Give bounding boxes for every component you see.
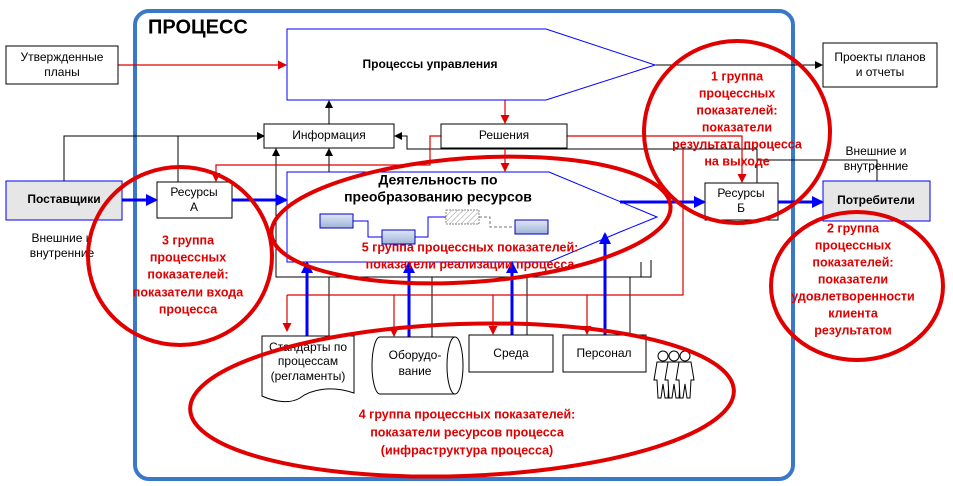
- svg-text:процессам: процессам: [278, 354, 338, 368]
- svg-text:4 группа процессных показателе: 4 группа процессных показателей:: [359, 407, 576, 421]
- svg-text:Персонал: Персонал: [576, 346, 631, 360]
- svg-text:Ресурсы: Ресурсы: [170, 185, 217, 199]
- group-5-label: 5 группа процессных показателей: показат…: [362, 240, 579, 271]
- svg-text:Деятельность по: Деятельность по: [378, 172, 497, 188]
- svg-text:показателей:: показателей:: [812, 255, 893, 269]
- svg-text:вание: вание: [399, 364, 432, 378]
- svg-text:3 группа: 3 группа: [162, 233, 215, 247]
- svg-text:2 группа: 2 группа: [827, 221, 880, 235]
- svg-text:показателей:: показателей:: [696, 103, 777, 117]
- group-3-label: 3 группа процессных показателей: показат…: [133, 233, 244, 316]
- svg-text:Решения: Решения: [479, 128, 529, 142]
- svg-text:Оборудо-: Оборудо-: [389, 348, 442, 362]
- process-title: ПРОЦЕСС: [148, 16, 248, 38]
- management-processes: Процессы управления: [286, 28, 657, 101]
- people-icon: [653, 350, 695, 399]
- svg-text:Информация: Информация: [292, 128, 365, 142]
- group-4-ellipse: [188, 321, 736, 479]
- svg-text:удовлетворенности: удовлетворенности: [791, 289, 915, 303]
- resources-a-box: Ресурсы А: [156, 181, 233, 219]
- step-box: [319, 213, 354, 229]
- svg-text:на выходе: на выходе: [704, 154, 769, 168]
- svg-text:преобразованию ресурсов: преобразованию ресурсов: [344, 189, 532, 205]
- svg-text:Процессы управления: Процессы управления: [362, 57, 497, 71]
- equipment-cylinder: Оборудо- вание: [371, 336, 464, 395]
- svg-text:процессных: процессных: [699, 86, 775, 100]
- group-1-label: 1 группа процессных показателей: показат…: [672, 69, 803, 168]
- standards-document: Стандарты по процессам (регламенты): [261, 335, 355, 403]
- svg-text:показатели: показатели: [818, 272, 888, 286]
- svg-text:результатом: результатом: [814, 323, 892, 337]
- svg-text:показатели реализации процесса: показатели реализации процесса: [366, 257, 576, 271]
- step-box-pending: [445, 209, 480, 225]
- svg-text:1 группа: 1 группа: [711, 69, 764, 83]
- process-frame: [133, 9, 795, 481]
- svg-text:результата процесса: результата процесса: [672, 137, 803, 151]
- plans-reports-box: Проекты планов и отчеты: [822, 42, 938, 88]
- svg-text:(регламенты): (регламенты): [271, 369, 346, 383]
- external-label-right: Внешние и: [846, 144, 907, 158]
- group-5-ellipse: [269, 154, 673, 286]
- svg-text:Утвержденные: Утвержденные: [21, 50, 104, 64]
- svg-text:Потребители: Потребители: [837, 193, 915, 207]
- svg-text:планы: планы: [44, 65, 79, 79]
- resources-b-box: Ресурсы Б: [704, 182, 779, 221]
- group-2-ellipse: [769, 210, 945, 362]
- svg-text:Проекты планов: Проекты планов: [834, 50, 925, 64]
- svg-text:процессных: процессных: [815, 238, 891, 252]
- internal-label-right: внутренние: [844, 159, 909, 173]
- suppliers-box: Поставщики: [5, 180, 123, 221]
- svg-text:А: А: [190, 200, 198, 214]
- svg-text:показатели входа: показатели входа: [133, 285, 244, 299]
- svg-text:и отчеты: и отчеты: [856, 65, 905, 79]
- external-label: Внешние и: [32, 231, 93, 245]
- information-box: Информация: [263, 123, 395, 149]
- svg-text:(инфраструктура процесса): (инфраструктура процесса): [381, 443, 553, 457]
- svg-text:Б: Б: [737, 201, 745, 215]
- step-box: [514, 219, 549, 235]
- svg-text:показатели ресурсов процесса: показатели ресурсов процесса: [370, 425, 565, 439]
- svg-text:Среда: Среда: [493, 346, 529, 360]
- group-2-label: 2 группа процессных показателей: показат…: [791, 221, 915, 337]
- environment-box: Среда: [468, 334, 554, 373]
- control-connectors: [118, 60, 747, 337]
- group-4-label: 4 группа процессных показателей: показат…: [359, 407, 576, 457]
- svg-text:Ресурсы: Ресурсы: [717, 186, 764, 200]
- activity-block: Деятельность по преобразованию ресурсов: [286, 171, 659, 263]
- svg-text:процесса: процесса: [159, 302, 218, 316]
- group-1-ellipse: [642, 39, 832, 225]
- svg-text:показателей:: показателей:: [147, 267, 228, 281]
- personnel-box: Персонал: [562, 334, 647, 373]
- group-3-ellipse: [86, 165, 274, 347]
- decisions-box: Решения: [440, 123, 568, 149]
- svg-text:Стандарты по: Стандарты по: [269, 340, 347, 354]
- internal-label: внутренние: [30, 246, 95, 260]
- approved-plans-box: Утвержденные планы: [5, 45, 119, 85]
- svg-text:процессных: процессных: [150, 250, 226, 264]
- svg-text:показатели: показатели: [702, 120, 772, 134]
- svg-text:5 группа процессных показателе: 5 группа процессных показателей:: [362, 240, 579, 254]
- resource-flow: [122, 194, 824, 338]
- svg-text:Поставщики: Поставщики: [27, 192, 100, 206]
- svg-text:клиента: клиента: [828, 306, 879, 320]
